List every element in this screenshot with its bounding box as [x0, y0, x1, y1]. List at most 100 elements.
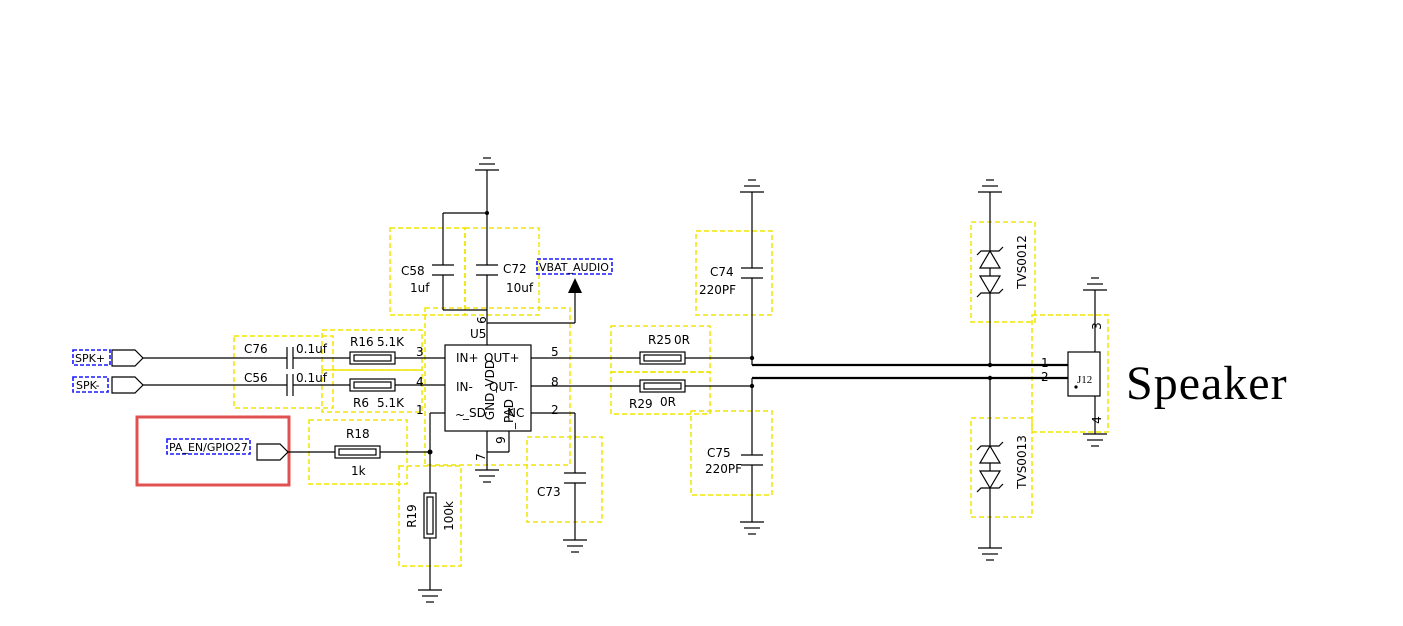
selection-boxes — [233, 221, 1109, 567]
c75-selection-box — [690, 410, 773, 496]
junction-dot — [427, 449, 433, 455]
r6-selection-box — [321, 369, 423, 413]
ground-symbol — [978, 179, 1002, 193]
u5-selection-box — [424, 307, 571, 466]
r6-value: 5.1K — [377, 396, 405, 410]
c58-selection-box — [389, 227, 466, 316]
r19-value: 100k — [442, 501, 456, 531]
vbat-net-label: VBAT_AUDIO — [539, 261, 609, 274]
u5-amplifier: U5 IN+ OUT+ IN- OUT- ~ _SD NC GND_VDD _P… — [416, 316, 559, 483]
c74-ref: C74 — [710, 265, 734, 279]
r18-body-inner — [338, 448, 377, 456]
spk-plus-net-label: SPK+ — [75, 352, 105, 365]
r29-ref: R29 — [629, 397, 653, 411]
ground-symbol — [1083, 433, 1107, 447]
spk-minus-path: SPK- C56 0.1uf R6 5.1K — [72, 371, 445, 410]
spk-plus-net-label-box — [72, 349, 111, 366]
r16-body-inner — [353, 354, 392, 362]
c75-value: 220PF — [705, 462, 742, 476]
tvs0013-ref: TVS0013 — [1015, 435, 1029, 490]
u5-pin-pad: _PAD — [502, 399, 516, 430]
j12-pin-number: 4 — [1090, 416, 1104, 424]
u5-pin-in-minus: IN- — [456, 380, 473, 394]
u5-pin-sd: _SD — [462, 406, 486, 420]
r19-body-inner — [426, 496, 434, 535]
r16-selection-box — [321, 329, 423, 371]
spk-plus-port — [111, 349, 144, 367]
u5-pin-number: 9 — [494, 436, 508, 444]
u5-pin-out-plus: OUT+ — [484, 351, 520, 365]
tvs-diode-symbol — [976, 246, 1004, 298]
j12-pin-number: 2 — [1041, 370, 1049, 384]
u5-pin-number: 4 — [416, 375, 424, 389]
c76-c56-selection-box — [233, 335, 334, 409]
output-plus-path: R25 0R — [531, 333, 1068, 367]
junction-dot — [987, 362, 993, 368]
c75-path: C75 220PF — [705, 383, 764, 535]
c74-value: 220PF — [699, 283, 736, 297]
c73-ref: C73 — [537, 485, 561, 499]
r18-value: 1k — [351, 464, 366, 478]
pa-enable-net-label-box — [166, 438, 251, 455]
ground-symbol — [740, 179, 764, 193]
u5-pin-nc: NC — [507, 406, 524, 420]
u5-pin-gnd-vdd: GND_VDD — [483, 360, 497, 420]
j12-connector: J12 1 2 3 4 — [1041, 277, 1107, 447]
u5-pin-number: 5 — [551, 345, 559, 359]
r19-ref: R19 — [405, 504, 419, 528]
r29-selection-box — [610, 371, 711, 415]
c58-value: 1uf — [410, 281, 430, 295]
c58-ref: C58 — [401, 264, 425, 278]
vbat-power-arrow — [568, 278, 582, 293]
c74-path: C74 220PF — [699, 179, 764, 361]
ground-symbol — [978, 547, 1002, 561]
r18-ref: R18 — [346, 427, 370, 441]
tvs0013-path: TVS0013 — [976, 375, 1029, 561]
ground-symbol — [475, 469, 499, 483]
j12-body — [1067, 351, 1101, 397]
vbat-net-label-box — [536, 258, 613, 275]
pa-enable-net-label: PA_EN/GPIO27 — [169, 441, 248, 454]
r6-ref: R6 — [353, 396, 369, 410]
r16-value: 5.1K — [377, 335, 405, 349]
u5-ref: U5 — [470, 327, 486, 341]
spk-plus-path: SPK+ C76 0.1uf R16 5.1K — [72, 335, 445, 369]
c72-value: 10uf — [506, 281, 534, 295]
supply-decoupling: VBAT_AUDIO C58 1uf C72 10uf — [401, 157, 613, 345]
tvs0012-selection-box — [970, 221, 1036, 323]
c76-value: 0.1uf — [296, 342, 328, 356]
u5-pin-out-minus: OUT- — [489, 380, 518, 394]
junction-dot — [485, 211, 489, 215]
r16-ref: R16 — [350, 335, 374, 349]
r6-body-inner — [353, 381, 392, 389]
j12-pin-number: 1 — [1041, 356, 1049, 370]
tvs0012-path: TVS0012 — [976, 179, 1029, 368]
c76-ref: C76 — [244, 342, 268, 356]
speaker-title: Speaker — [1126, 357, 1288, 410]
c72-selection-box — [464, 227, 540, 316]
tvs-diode-symbol — [976, 441, 1004, 493]
r29-value: 0R — [660, 395, 676, 409]
pa-enable-port — [256, 443, 289, 461]
c56-value: 0.1uf — [296, 371, 328, 385]
c74-selection-box — [695, 230, 773, 316]
c75-ref: C75 — [707, 446, 731, 460]
u5-pin-in-plus: IN+ — [456, 351, 479, 365]
ground-symbol — [1083, 277, 1107, 291]
ground-symbol — [563, 539, 587, 553]
ground-symbol — [740, 521, 764, 535]
u5-pin-number: 2 — [551, 403, 559, 417]
j12-pin-number: 3 — [1090, 322, 1104, 330]
u5-pin-number: 3 — [416, 345, 424, 359]
junction-dot — [749, 355, 755, 361]
pa-enable-path: PA_EN/GPIO27 R18 1k R19 100k — [135, 412, 456, 603]
tvs0012-ref: TVS0012 — [1015, 235, 1029, 290]
c73-path: C73 — [531, 412, 587, 553]
c73-selection-box — [526, 436, 603, 523]
r25-ref: R25 — [648, 333, 672, 347]
pa-enable-highlight — [135, 415, 291, 487]
output-minus-path: R29 0R — [531, 376, 1068, 411]
r25-body-inner — [643, 354, 682, 362]
r25-value: 0R — [674, 333, 690, 347]
